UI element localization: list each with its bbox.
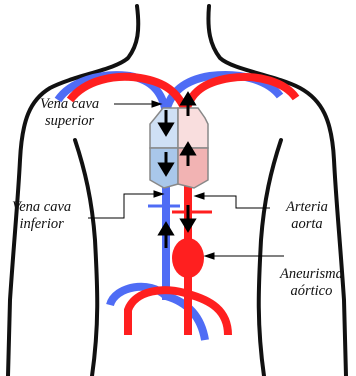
aortic-aneurysm [172,238,204,278]
leader-vena-cava-inferior-head [154,191,163,197]
label-vena-cava-superior: Vena cava superior [40,96,99,130]
label-aneurisma-aortico: Aneurisma aórtico [280,266,343,300]
label-vena-cava-inferior: Vena cava inferior [12,199,71,233]
left-armpit-line [75,140,97,376]
label-arteria-aorta-line1: Arteria [286,199,328,216]
label-aneurisma-aortico-line2: aórtico [280,283,343,300]
label-aneurisma-aortico-line1: Aneurisma [280,266,343,283]
label-vena-cava-inferior-line2: inferior [12,216,71,233]
right-armpit-line [259,140,281,376]
leader-aneurisma-head [205,253,214,259]
label-vena-cava-inferior-line1: Vena cava [12,199,71,216]
left-atrium [178,108,208,148]
arrow-vena-cava-up [160,224,172,248]
vessel-marks [148,206,212,212]
body-outline [8,6,346,376]
leader-arteria-aorta [198,196,270,208]
label-vena-cava-superior-line2: superior [40,113,99,130]
heart [150,108,208,188]
label-arteria-aorta-line2: aorta [286,216,328,233]
neck-left-line [8,6,138,376]
arrow-aorta-down [182,205,194,230]
leader-arteria-aorta-head [195,193,204,199]
label-arteria-aorta: Arteria aorta [286,199,328,233]
label-vena-cava-superior-line1: Vena cava [40,96,99,113]
